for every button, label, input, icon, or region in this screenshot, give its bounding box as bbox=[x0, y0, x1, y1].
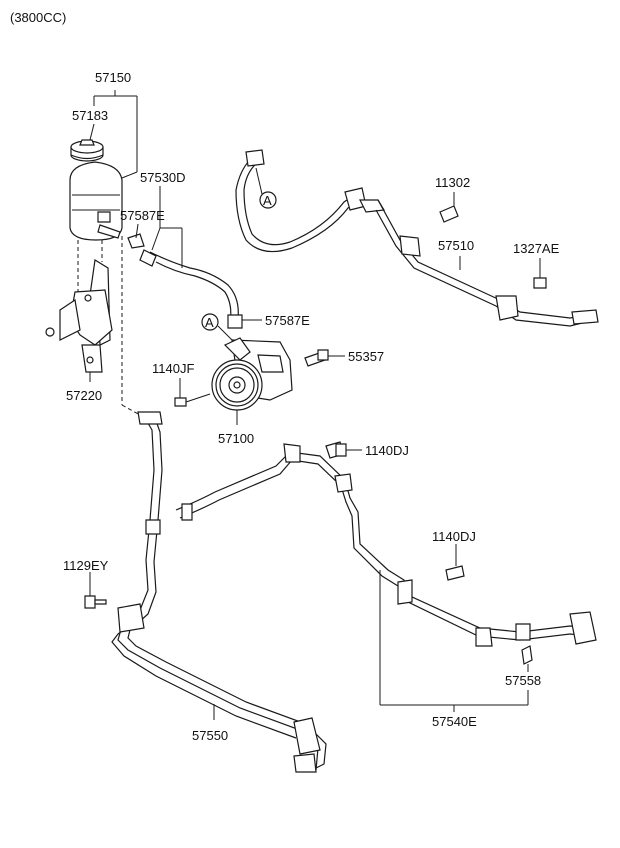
reservoir-assembly: 57150 57183 bbox=[69, 70, 138, 241]
reservoir-cap bbox=[70, 139, 104, 162]
label-1327ae: 1327AE bbox=[513, 241, 560, 256]
label-57530d: 57530D bbox=[140, 170, 186, 185]
label-57587e-lower: 57587E bbox=[265, 313, 310, 328]
label-1140dj-upper: 1140DJ bbox=[365, 443, 409, 458]
label-57100: 57100 bbox=[218, 431, 254, 446]
reservoir-bracket: 57220 bbox=[45, 259, 113, 403]
svg-text:A: A bbox=[263, 193, 272, 208]
label-57558: 57558 bbox=[505, 673, 541, 688]
return-clip: 57558 bbox=[505, 645, 541, 688]
return-tube-bolt-upper: 1140DJ bbox=[325, 441, 409, 459]
label-1140dj-lower: 1140DJ bbox=[432, 529, 476, 544]
return-tube-assembly: 57540E bbox=[175, 443, 597, 729]
pressure-hose: 57510 bbox=[235, 149, 599, 327]
power-steering-pump: 57100 bbox=[211, 337, 293, 446]
pressure-hose-clip-bolt: 1327AE bbox=[513, 241, 560, 289]
label-57540e: 57540E bbox=[432, 714, 477, 729]
label-1129ey: 1129EY bbox=[63, 558, 109, 573]
hose-clip-lower: 57587E bbox=[227, 313, 310, 329]
return-tube-bolt-lower: 1140DJ bbox=[432, 529, 476, 581]
label-57220: 57220 bbox=[66, 388, 102, 403]
label-1140jf: 1140JF bbox=[152, 361, 194, 376]
label-55357: 55357 bbox=[348, 349, 384, 364]
suction-hose: 57530D 57587E bbox=[120, 170, 239, 323]
label-57587e-upper: 57587E bbox=[120, 208, 165, 223]
cooler-bolt: 1129EY bbox=[63, 558, 109, 609]
engine-label: (3800CC) bbox=[10, 10, 66, 25]
pressure-hose-bolt: 11302 bbox=[435, 175, 470, 223]
label-57183: 57183 bbox=[72, 108, 108, 123]
oil-cooler-tube: 57550 bbox=[111, 411, 327, 773]
svg-text:A: A bbox=[205, 315, 214, 330]
label-57510: 57510 bbox=[438, 238, 474, 253]
ref-marker-a-pump: A bbox=[201, 313, 233, 341]
pump-bolt-right: 55357 bbox=[304, 349, 384, 367]
label-57550: 57550 bbox=[192, 728, 228, 743]
label-57150: 57150 bbox=[95, 70, 131, 85]
ref-marker-a-hose: A bbox=[255, 167, 277, 209]
pump-bolt-left: 1140JF bbox=[152, 361, 211, 407]
label-11302: 11302 bbox=[435, 175, 470, 190]
